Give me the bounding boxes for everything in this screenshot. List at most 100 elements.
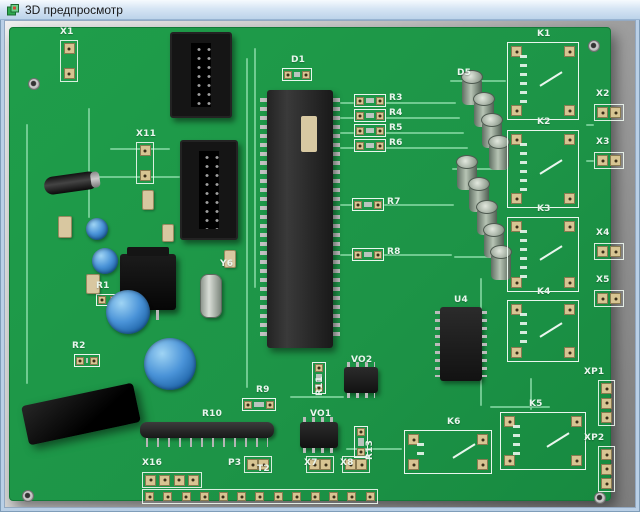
copper-trace bbox=[246, 58, 248, 388]
resistor-r4 bbox=[354, 109, 386, 122]
resistor-r13 bbox=[354, 426, 368, 458]
capacitor-cylinder bbox=[461, 70, 483, 105]
silkscreen-label-X1: X1 bbox=[60, 27, 74, 37]
silkscreen-label-R9: R9 bbox=[256, 385, 270, 395]
silkscreen-label-P3: P3 bbox=[228, 458, 242, 468]
silkscreen-label-R5: R5 bbox=[389, 123, 403, 133]
window-icon[interactable] bbox=[6, 3, 20, 17]
connector-x7 bbox=[306, 456, 334, 473]
copper-trace bbox=[386, 102, 456, 104]
silkscreen-label-R13: R13 bbox=[365, 439, 375, 460]
copper-trace bbox=[70, 176, 180, 178]
silkscreen-label-D1: D1 bbox=[291, 55, 306, 65]
copper-trace bbox=[340, 147, 354, 149]
connector-x4 bbox=[594, 243, 624, 260]
crystal-y6 bbox=[200, 274, 222, 318]
ceramic-cap-tan bbox=[142, 190, 154, 210]
copper-trace bbox=[386, 117, 460, 119]
copper-trace bbox=[386, 132, 464, 134]
ic-u4-dip16 bbox=[435, 307, 487, 381]
mount-hole bbox=[22, 490, 34, 502]
silkscreen-label-K1: K1 bbox=[537, 29, 551, 39]
silkscreen-label-R11: R11 bbox=[315, 375, 325, 396]
electrolytic-cap-blue bbox=[86, 218, 108, 240]
copper-trace bbox=[340, 204, 352, 206]
capacitor-cylinder bbox=[488, 135, 510, 170]
electrolytic-cap-blue bbox=[144, 338, 196, 390]
window-titlebar[interactable]: 3D предпросмотр bbox=[0, 0, 640, 20]
connector-x8 bbox=[342, 456, 370, 473]
copper-trace bbox=[340, 132, 354, 134]
connector-xp1 bbox=[598, 380, 615, 426]
silkscreen-label-VO2: VO2 bbox=[351, 355, 373, 365]
silkscreen-label-XP1: XP1 bbox=[584, 367, 605, 377]
silkscreen-label-X5: X5 bbox=[596, 275, 610, 285]
copper-trace bbox=[384, 204, 454, 206]
resistor-r8 bbox=[352, 248, 384, 261]
copper-trace bbox=[586, 160, 594, 162]
copper-trace bbox=[340, 117, 354, 119]
bottom-pin-row bbox=[142, 489, 378, 504]
ceramic-cap-tan bbox=[224, 250, 236, 268]
connector-x5 bbox=[594, 290, 624, 307]
silkscreen-label-X7: X7 bbox=[304, 458, 318, 468]
connector-x2 bbox=[594, 104, 624, 121]
copper-trace bbox=[254, 48, 256, 288]
connector-x1 bbox=[60, 40, 78, 82]
silkscreen-label-X4: X4 bbox=[596, 228, 610, 238]
silkscreen-label-U4: U4 bbox=[454, 295, 468, 305]
mount-hole bbox=[588, 40, 600, 52]
silkscreen-label-K3: K3 bbox=[537, 204, 551, 214]
silkscreen-label-X2: X2 bbox=[596, 89, 610, 99]
copper-trace bbox=[384, 254, 452, 256]
axial-diode-black bbox=[43, 170, 101, 196]
electrolytic-cap-blue bbox=[92, 248, 118, 274]
relay-k3-footprint bbox=[507, 217, 579, 292]
copper-trace bbox=[454, 256, 506, 258]
copper-trace bbox=[530, 378, 532, 410]
silkscreen-label-R1: R1 bbox=[96, 281, 110, 291]
connector-xp2 bbox=[598, 446, 615, 492]
connector-p3 bbox=[244, 456, 272, 473]
copper-trace bbox=[586, 124, 594, 126]
silkscreen-label-R4: R4 bbox=[389, 108, 403, 118]
resistor-r6 bbox=[354, 139, 386, 152]
window-title: 3D предпросмотр bbox=[25, 2, 123, 17]
silkscreen-label-X8: X8 bbox=[340, 458, 354, 468]
pcb-3d-icon bbox=[7, 3, 19, 15]
mount-hole bbox=[28, 78, 40, 90]
resistor-r7 bbox=[352, 198, 384, 211]
diode-d1-footprint bbox=[282, 68, 312, 81]
silkscreen-label-XP2: XP2 bbox=[584, 433, 605, 443]
connector-x11 bbox=[136, 142, 154, 184]
silkscreen-label-Y6: Y6 bbox=[220, 259, 234, 269]
copper-trace bbox=[26, 124, 28, 384]
relay-k5-footprint bbox=[500, 412, 586, 470]
relay-k4-footprint bbox=[507, 300, 579, 362]
copper-trace bbox=[386, 147, 468, 149]
copper-trace bbox=[340, 254, 352, 256]
connector-x16 bbox=[142, 472, 202, 488]
mount-hole bbox=[594, 492, 606, 504]
resistor-r9 bbox=[242, 398, 276, 411]
resistor-network-r10 bbox=[140, 422, 274, 447]
copper-trace bbox=[340, 102, 354, 104]
idc-connector-1 bbox=[170, 32, 232, 118]
silkscreen-label-X16: X16 bbox=[142, 458, 163, 468]
silkscreen-label-D5: D5 bbox=[457, 68, 472, 78]
silkscreen-label-X3: X3 bbox=[596, 137, 610, 147]
silkscreen-label-R3: R3 bbox=[389, 93, 403, 103]
relay-k1-footprint bbox=[507, 42, 579, 120]
resistor-r2 bbox=[74, 354, 100, 367]
silkscreen-label-K2: K2 bbox=[537, 117, 551, 127]
connector-x3 bbox=[594, 152, 624, 169]
capacitor-cylinder bbox=[490, 245, 512, 280]
electrolytic-cap-blue bbox=[106, 290, 150, 334]
ceramic-cap-tan bbox=[86, 274, 100, 294]
silkscreen-label-X11: X11 bbox=[136, 129, 157, 139]
relay-k2-footprint bbox=[507, 130, 579, 208]
resistor-r5 bbox=[354, 124, 386, 137]
relay-k6-footprint bbox=[404, 430, 492, 474]
